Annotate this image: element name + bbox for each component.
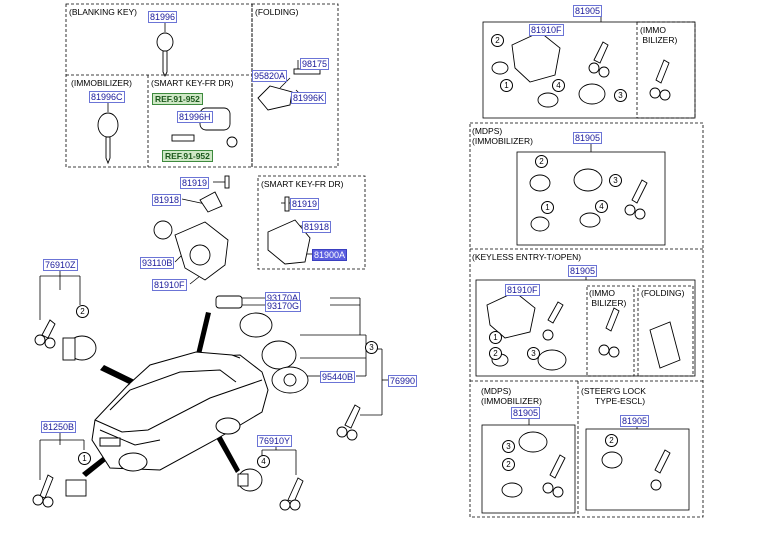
part-label-81996[interactable]: 81996 [148,11,178,23]
callout-2-steering: 2 [605,434,618,447]
part-label-93170g[interactable]: 93170G [265,300,302,312]
frame-81905-keyless [475,279,696,377]
part-label-81918-smart[interactable]: 81918 [302,221,332,233]
callout-3-mdps: 3 [609,174,622,187]
callout-3-mdps-bottom: 3 [502,440,515,453]
part-label-81918[interactable]: 81918 [152,194,182,206]
callout-3-top: 3 [614,89,627,102]
callout-1-trunk: 1 [78,452,91,465]
part-label-81900a[interactable]: 81900A [312,249,348,261]
part-label-81250b[interactable]: 81250B [41,421,77,433]
group-label-smart-key: (SMART KEY-FR DR) [151,78,234,88]
part-label-76910y[interactable]: 76910Y [257,435,293,447]
part-label-98175[interactable]: 98175 [300,58,330,70]
group-label-smart-key-fr-dr: (SMART KEY-FR DR) [261,179,344,189]
part-label-76990[interactable]: 76990 [388,375,418,387]
part-label-81905-mdps[interactable]: 81905 [573,132,603,144]
part-label-81996c[interactable]: 81996C [89,91,125,103]
group-label-immobilizer: (IMMOBILIZER) [71,78,132,88]
group-label-mdps-bottom: (MDPS) (IMMOBILIZER) [481,386,542,406]
callout-4: 4 [257,455,270,468]
part-label-81905-top[interactable]: 81905 [573,5,603,17]
callout-2-mdps: 2 [535,155,548,168]
callout-2-door: 2 [76,305,89,318]
part-label-81996k[interactable]: 81996K [291,92,327,104]
group-label-steering-lock: (STEER'G LOCK TYPE-ESCL) [581,386,646,406]
part-label-81905-steering[interactable]: 81905 [620,415,650,427]
group-frames [65,3,704,518]
part-label-93110b[interactable]: 93110B [140,257,175,269]
frame-81905-mdps-bottom [481,424,576,514]
part-label-76910z[interactable]: 76910Z [43,259,78,271]
part-label-95440b[interactable]: 95440B [320,371,356,383]
callout-4-top: 4 [552,79,565,92]
ref-label-91-952-bottom[interactable]: REF.91-952 [162,150,213,162]
group-label-folding-keyless: (FOLDING) [641,288,685,298]
part-label-81905-mdps-bottom[interactable]: 81905 [511,407,541,419]
frame-81905-top [482,21,696,119]
callout-3: 3 [365,341,378,354]
group-label-mdps-immobilizer: (MDPS) (IMMOBILIZER) [472,126,533,146]
group-label-keyless-entry: (KEYLESS ENTRY-T/OPEN) [472,252,582,262]
part-label-81919[interactable]: 81919 [180,177,210,189]
group-label-immobilizer-top: (IMMO BILIZER) [640,25,678,45]
callout-2-keyless: 2 [489,347,502,360]
group-label-immobilizer-keyless: (IMMO BILIZER) [589,288,627,308]
part-label-95820a[interactable]: 95820A [252,70,288,82]
part-label-81910f-top[interactable]: 81910F [529,24,564,36]
callout-4-mdps: 4 [595,200,608,213]
part-label-81905-keyless[interactable]: 81905 [568,265,598,277]
part-label-81919-smart[interactable]: 81919 [290,198,320,210]
part-label-81910f[interactable]: 81910F [152,279,187,291]
group-label-folding: (FOLDING) [255,7,299,17]
callout-1-mdps: 1 [541,201,554,214]
callout-2-mdps-bottom: 2 [502,458,515,471]
frame-81905-steering [585,428,690,511]
car-illustration [91,351,269,472]
part-label-81910f-keyless[interactable]: 81910F [505,284,540,296]
callout-3-keyless: 3 [527,347,540,360]
part-drawings [32,31,681,511]
group-label-blanking-key: (BLANKING KEY) [69,7,138,17]
callout-1-keyless: 1 [489,331,502,344]
part-label-81996h[interactable]: 81996H [177,111,213,123]
callout-2-top: 2 [491,34,504,47]
ref-label-91-952-top[interactable]: REF.91-952 [152,93,203,105]
callout-1-top: 1 [500,79,513,92]
